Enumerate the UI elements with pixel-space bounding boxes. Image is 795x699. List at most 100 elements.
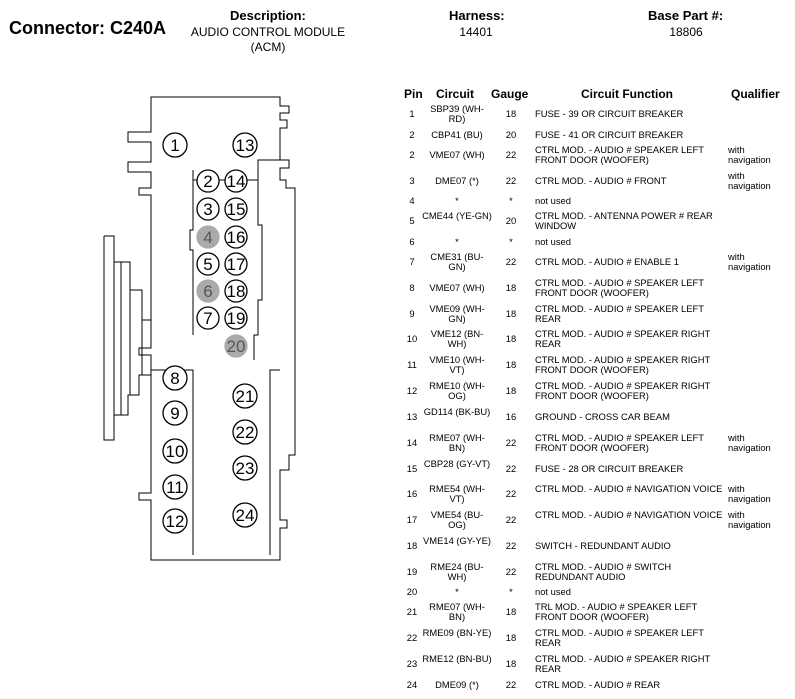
row-24-function: CTRL MOD. - AUDIO # SPEAKER RIGHT REAR	[535, 652, 711, 674]
row-2-gauge: 20	[505, 128, 517, 140]
row-9-pin: 8	[409, 281, 415, 293]
pin-15-circle	[224, 197, 248, 221]
row-10-gauge: 18	[505, 307, 517, 319]
row-3-function: CTRL MOD. - AUDIO # SPEAKER LEFT FRONT D…	[535, 143, 704, 165]
row-5-gauge: *	[509, 194, 513, 206]
row-8-gauge: 22	[505, 255, 517, 267]
row-4-function: CTRL MOD. - AUDIO # FRONT	[535, 174, 667, 186]
pin-10-circle	[162, 438, 188, 464]
base-part-label: Base Part #:	[648, 8, 724, 23]
pin-11-label: 11	[166, 478, 184, 497]
row-24-pin: 23	[406, 657, 418, 669]
row-23-gauge: 18	[505, 631, 517, 643]
row-14-gauge: 16	[505, 410, 517, 422]
row-22-circuit: RME07 (WH-BN)	[429, 600, 485, 622]
pin-1-circle	[162, 132, 188, 158]
row-2-pin: 2	[409, 128, 415, 140]
pin-12-label: 12	[166, 512, 185, 531]
row-21-circuit: *	[455, 585, 459, 597]
row-7-gauge: *	[509, 235, 513, 247]
pin-19-label: 19	[227, 309, 246, 328]
row-16-pin: 15	[406, 462, 418, 474]
row-9-gauge: 18	[505, 281, 517, 293]
row-23-function: CTRL MOD. - AUDIO # SPEAKER LEFT REAR	[535, 626, 704, 648]
row-21-pin: 20	[406, 585, 418, 597]
row-20-gauge: 22	[505, 565, 517, 577]
row-9-circuit: VME07 (WH)	[429, 281, 485, 293]
row-13-pin: 12	[406, 384, 418, 396]
row-11-function: CTRL MOD. - AUDIO # SPEAKER RIGHT REAR	[535, 327, 711, 349]
row-7-circuit: *	[455, 235, 459, 247]
col-header-qualifier: Qualifier	[731, 87, 780, 101]
pin-20-circle	[224, 334, 248, 358]
row-11-circuit: VME12 (BN-WH)	[430, 327, 484, 349]
pin-24-label: 24	[236, 506, 255, 525]
row-18-circuit: VME54 (BU-OG)	[430, 508, 484, 530]
row-10-circuit: VME09 (WH-GN)	[429, 302, 485, 324]
row-3-qualifier: with navigation	[728, 143, 771, 165]
base-part-value: 18806	[669, 25, 703, 39]
pin-20-label: 20	[227, 337, 246, 356]
row-15-circuit: RME07 (WH-BN)	[429, 431, 485, 453]
row-18-qualifier: with navigation	[728, 508, 771, 530]
row-17-pin: 16	[406, 487, 418, 499]
row-5-circuit: *	[455, 194, 459, 206]
description-label: Description:	[230, 8, 306, 23]
row-2-circuit: CBP41 (BU)	[431, 128, 483, 140]
pin-22-circle	[232, 419, 258, 445]
row-11-gauge: 18	[505, 332, 517, 344]
row-19-gauge: 22	[505, 539, 517, 551]
row-22-pin: 21	[406, 605, 418, 617]
col-header-pin: Pin	[404, 87, 423, 101]
row-3-gauge: 22	[505, 148, 517, 160]
pin-19-circle	[224, 306, 248, 330]
pin-21-label: 21	[236, 387, 255, 406]
row-7-function: not used	[535, 235, 571, 247]
row-8-circuit: CME31 (BU-GN)	[430, 250, 484, 272]
harness-label: Harness:	[449, 8, 505, 23]
row-20-pin: 19	[406, 565, 418, 577]
row-18-function: CTRL MOD. - AUDIO # NAVIGATION VOICE	[535, 508, 723, 520]
row-8-function: CTRL MOD. - AUDIO # ENABLE 1	[535, 255, 679, 267]
row-9-function: CTRL MOD. - AUDIO # SPEAKER LEFT FRONT D…	[535, 276, 704, 298]
row-13-circuit: RME10 (WH-OG)	[429, 379, 485, 401]
pin-8-label: 8	[170, 369, 179, 388]
connector-title: Connector: C240A	[9, 18, 166, 39]
row-16-circuit: CBP28 (GY-VT)	[423, 457, 491, 469]
pin-13-circle	[232, 132, 258, 158]
row-12-circuit: VME10 (WH-VT)	[429, 353, 485, 375]
row-1-pin: 1	[409, 107, 415, 119]
row-7-pin: 6	[409, 235, 415, 247]
connector-housing	[103, 96, 296, 561]
row-15-function: CTRL MOD. - AUDIO # SPEAKER LEFT FRONT D…	[535, 431, 704, 453]
description-value-line2: (ACM)	[250, 40, 286, 54]
row-18-pin: 17	[406, 513, 418, 525]
row-12-function: CTRL MOD. - AUDIO # SPEAKER RIGHT FRONT …	[535, 353, 711, 375]
row-14-pin: 13	[406, 410, 418, 422]
pin-16-label: 16	[227, 228, 246, 247]
row-19-pin: 18	[406, 539, 418, 551]
row-1-function: FUSE - 39 OR CIRCUIT BREAKER	[535, 107, 684, 119]
row-17-gauge: 22	[505, 487, 517, 499]
row-14-circuit: GD114 (BK-BU)	[423, 405, 491, 417]
row-3-circuit: VME07 (WH)	[429, 148, 485, 160]
row-23-circuit: RME09 (BN-YE)	[422, 626, 492, 638]
row-19-function: SWITCH - REDUNDANT AUDIO	[535, 539, 671, 551]
row-24-gauge: 18	[505, 657, 517, 669]
row-25-circuit: DME09 (*)	[435, 678, 479, 690]
row-23-pin: 22	[406, 631, 418, 643]
pin-9-circle	[162, 400, 188, 426]
row-4-gauge: 22	[505, 174, 517, 186]
row-15-qualifier: with navigation	[728, 431, 771, 453]
pin-10-label: 10	[166, 442, 185, 461]
row-17-function: CTRL MOD. - AUDIO # NAVIGATION VOICE	[535, 482, 723, 494]
row-19-circuit: VME14 (GY-YE)	[423, 534, 491, 546]
row-8-pin: 7	[409, 255, 415, 267]
col-header-gauge: Gauge	[491, 87, 529, 101]
pin-7-circle	[196, 306, 220, 330]
connector-label: Connector:	[9, 18, 105, 38]
row-25-pin: 24	[406, 678, 418, 690]
row-18-gauge: 22	[505, 513, 517, 525]
pin-17-circle	[224, 252, 248, 276]
